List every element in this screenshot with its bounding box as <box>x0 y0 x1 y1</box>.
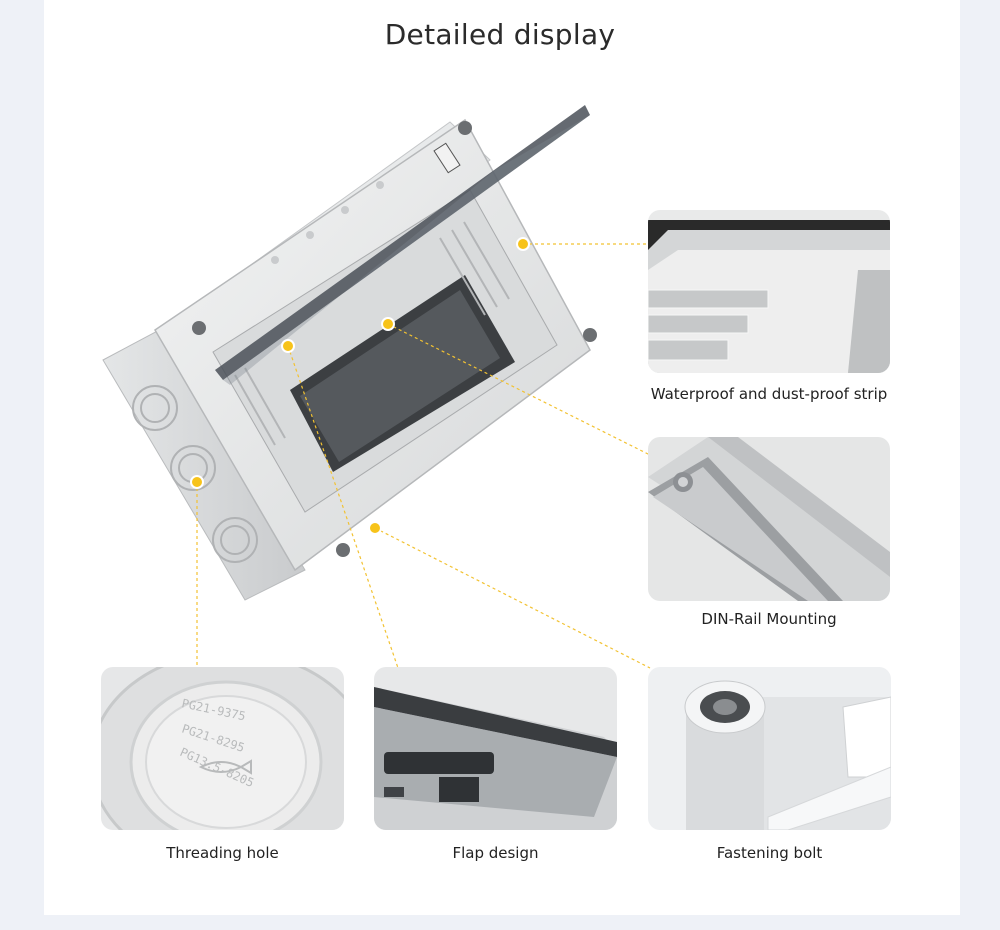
threading-hole-photo: PG21-9375 PG21-8295 PG13.5-8205 <box>101 667 344 830</box>
distribution-box-image <box>102 105 597 601</box>
page-title: Detailed display <box>384 18 616 51</box>
caption-fastening-bolt: Fastening bolt <box>716 844 823 862</box>
caption-din-rail: DIN-Rail Mounting <box>701 610 837 628</box>
caption-flap-design: Flap design <box>452 844 539 862</box>
caption-waterproof-strip: Waterproof and dust-proof strip <box>650 385 888 403</box>
caption-threading-hole: Threading hole <box>166 844 279 862</box>
din-rail-photo <box>648 437 890 601</box>
waterproof-strip-photo <box>648 210 890 373</box>
flap-design-photo <box>374 667 617 830</box>
fastening-bolt-photo <box>648 667 891 830</box>
